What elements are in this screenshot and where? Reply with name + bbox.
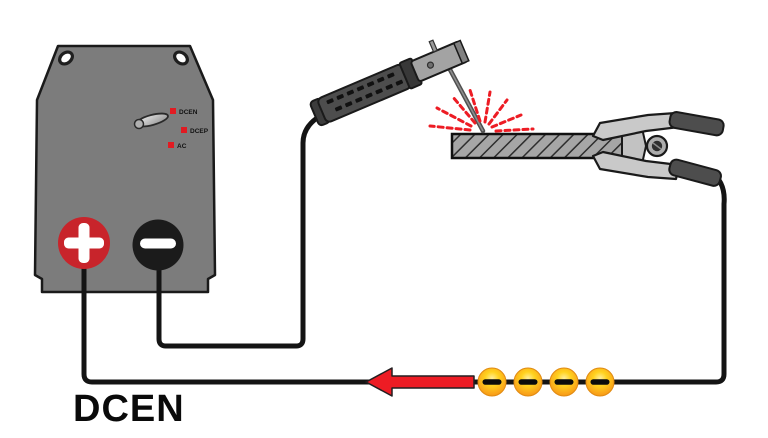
electron	[513, 367, 543, 397]
electrode-holder	[309, 39, 470, 127]
electron-minus-symbol	[590, 379, 610, 385]
arc-sparks	[428, 88, 535, 133]
electron	[477, 367, 507, 397]
positive-terminal	[58, 217, 110, 269]
electrode-highlight	[446, 63, 484, 132]
mode-label-ac: AC	[177, 143, 187, 150]
holder-screw	[426, 61, 435, 69]
minus-symbol	[140, 238, 176, 249]
holder-vent-slots	[326, 72, 404, 112]
mode-indicator-ac	[168, 142, 174, 148]
holder-handle	[317, 63, 412, 123]
mode-label-dcep: DCEP	[190, 128, 209, 135]
electron-minus-symbol	[482, 379, 502, 385]
holder-pin	[428, 39, 438, 53]
lifting-eye-left-icon	[58, 50, 74, 66]
current-direction-arrow	[365, 367, 475, 397]
polarity-title: DCEN	[73, 388, 185, 430]
ground-clamp	[591, 111, 725, 187]
holder-head-cap	[452, 39, 470, 65]
clamp-pivot-slot	[652, 142, 662, 150]
electron	[585, 367, 615, 397]
plus-symbol-vertical	[78, 223, 90, 263]
polarity-selector-switch: DCEN DCEP AC	[133, 108, 209, 150]
electron-minus-symbol	[554, 379, 574, 385]
clamp-lower-handle	[668, 158, 722, 187]
electron	[549, 367, 579, 397]
electron-minus-symbol	[518, 379, 538, 385]
lifting-eye-right-icon	[173, 50, 189, 66]
selector-lever-knob	[133, 118, 145, 130]
mode-indicator-dcen	[170, 108, 176, 114]
mode-indicator-dcep	[181, 127, 187, 133]
work-lead-cable	[81, 168, 727, 385]
negative-terminal	[132, 219, 184, 271]
electrode-cable	[156, 115, 320, 349]
electron-flow	[365, 367, 615, 397]
mode-label-dcen: DCEN	[179, 109, 198, 116]
clamp-upper-handle	[668, 111, 725, 137]
